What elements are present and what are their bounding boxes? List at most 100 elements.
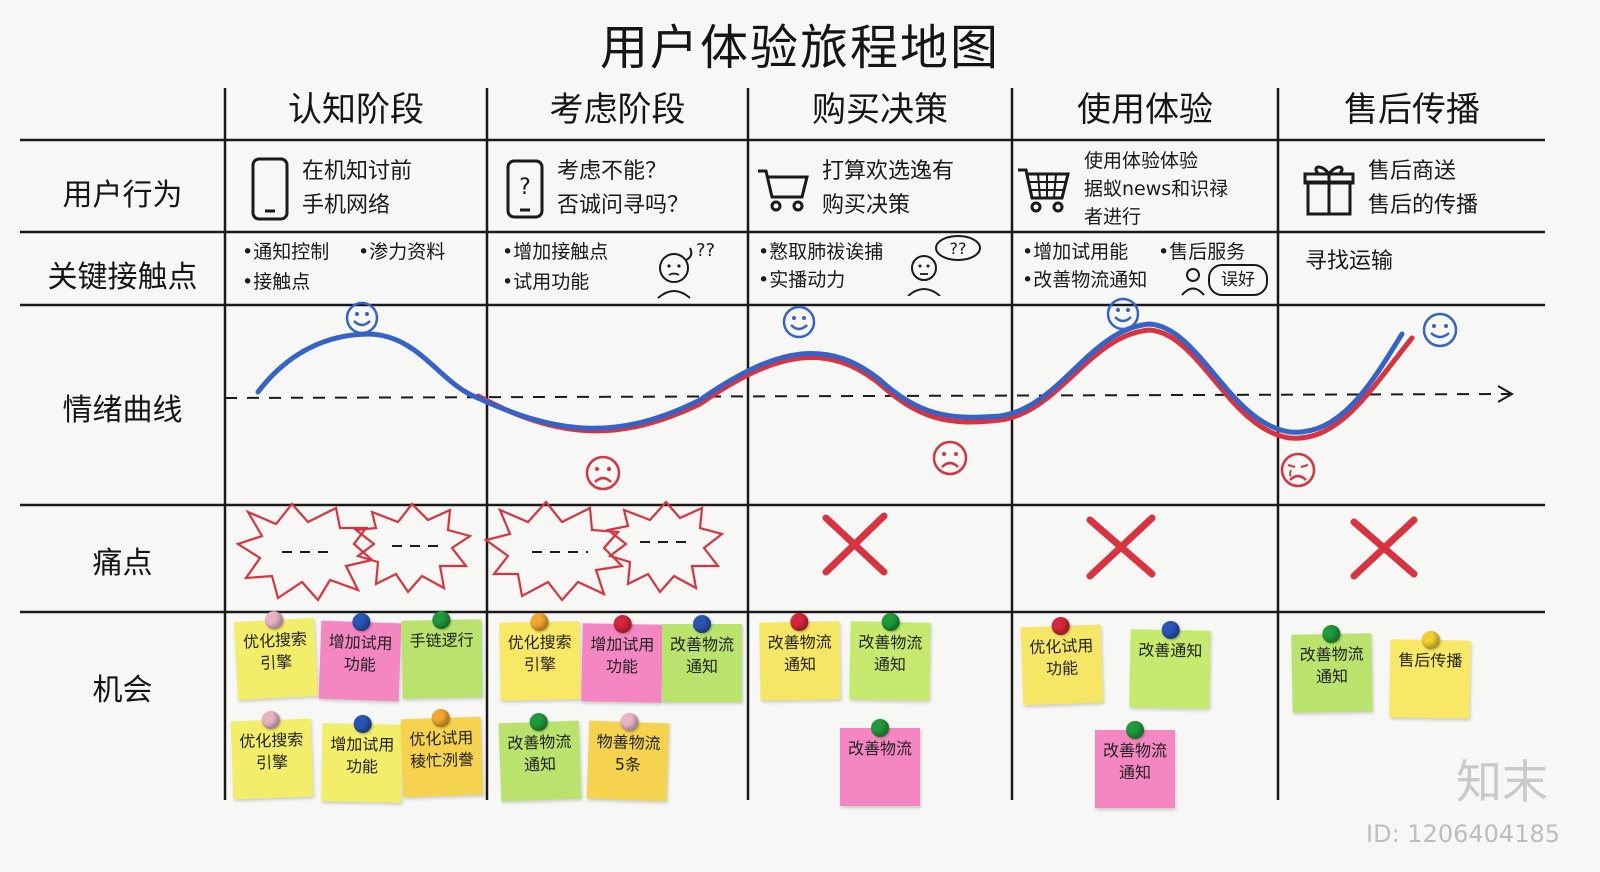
stage-header-after-sales: 售后传播 xyxy=(1344,90,1480,130)
sticky-note: 改善物流通知 xyxy=(1095,721,1175,808)
smiley-happy-icon xyxy=(345,301,379,335)
stage-header-awareness: 认知阶段 xyxy=(288,90,424,130)
confused-person-icon: ?? xyxy=(657,240,715,299)
touchpoint-item: •渗力资料 xyxy=(358,241,446,263)
behavior-text: 在机知讨前手机网络 xyxy=(302,159,413,218)
sticky-note: 改善物流通知 xyxy=(849,612,931,701)
image-id: ID: 1206404185 xyxy=(1366,820,1560,848)
svg-text:?: ? xyxy=(519,175,531,200)
touchpoint-item: •增加接触点 xyxy=(502,241,609,263)
row-label-opportunity: 机会 xyxy=(92,673,153,708)
thinking-person-icon: ?? xyxy=(907,235,981,296)
sticky-note: 优化试用功能 xyxy=(1020,616,1104,706)
sticky-note: 优化搜索引擎 xyxy=(234,610,318,701)
sticky-note-text: 增加试用功能 xyxy=(590,634,655,677)
smiley-happy-icon xyxy=(1422,312,1458,348)
behavior-cell-3: 打算欢选逸有购买决策 xyxy=(756,146,954,232)
touchpoint-item: •增加试用能 xyxy=(1022,241,1129,263)
smiley-happy-icon xyxy=(782,305,816,339)
pain-burst-icon xyxy=(235,502,375,602)
sticky-note: 增加试用功能 xyxy=(581,614,663,703)
sticky-note-text: 改善物流通知 xyxy=(858,632,923,675)
push-pin-icon xyxy=(613,614,632,634)
touchpoint-cell-3: •憝取肺祓诶捕 •实播动力 ?? xyxy=(756,235,1006,300)
push-pin-icon xyxy=(790,612,809,632)
push-pin-icon xyxy=(881,612,900,632)
sticky-note-text: 售后传播 xyxy=(1398,650,1463,671)
shopping-basket-icon xyxy=(1018,168,1070,213)
behavior-text: 使用体验体验据蚁news和识禄者进行 xyxy=(1084,150,1229,228)
thought-bubble-text: ?? xyxy=(950,239,967,258)
push-pin-icon xyxy=(693,615,711,633)
sticky-note-text: 优化搜索引擎 xyxy=(507,632,572,675)
push-pin-icon xyxy=(431,708,450,728)
sticky-note-text: 优化试用稜忙洌誊 xyxy=(409,727,475,772)
sticky-note: 增加试用功能 xyxy=(318,612,402,702)
sticky-note: 手链逻行 xyxy=(401,610,483,699)
sticky-note-text: 优化试用功能 xyxy=(1029,635,1094,679)
sticky-note: 改善物流通知 xyxy=(1291,624,1373,713)
sticky-note: 改善物流通知 xyxy=(759,612,841,701)
sticky-note-text: 改善物流 xyxy=(847,739,912,758)
push-pin-icon xyxy=(353,714,372,734)
sticky-note: 改善物流通知 xyxy=(662,615,742,702)
stage-header-usage: 使用体验 xyxy=(1077,90,1213,130)
baseline-arrow xyxy=(1497,385,1515,403)
sticky-note: 改善物流 xyxy=(840,719,920,806)
sticky-note: 改善通知 xyxy=(1129,620,1211,709)
touchpoint-item: 寻找运输 xyxy=(1305,249,1394,274)
sticky-note: 物善物流5条 xyxy=(586,712,670,802)
push-pin-icon xyxy=(264,610,284,630)
sticky-note-text: 优化搜索引擎 xyxy=(239,729,304,773)
sticky-note: 优化搜索引擎 xyxy=(499,612,581,701)
push-pin-icon xyxy=(1051,616,1070,636)
page-title: 用户体验旅程地图 xyxy=(599,20,1000,76)
sad-face-icon xyxy=(932,440,968,476)
crying-face-icon xyxy=(1280,452,1316,488)
touchpoint-item: •试用功能 xyxy=(502,271,590,293)
sticky-note: 售后传播 xyxy=(1389,630,1471,719)
row-label-pain: 痛点 xyxy=(92,546,153,581)
touchpoint-item: •憝取肺祓诶捕 xyxy=(758,241,884,263)
sticky-note-text: 优化搜索引擎 xyxy=(242,629,308,673)
push-pin-icon xyxy=(620,712,639,732)
touchpoint-item: •售后服务 xyxy=(1158,241,1246,263)
pain-burst-icon xyxy=(483,500,625,602)
gift-icon xyxy=(1303,165,1355,216)
baseline-dashed xyxy=(224,393,1511,399)
touchpoint-cell-1: •通知控制 •渗力资料 •接触点 xyxy=(240,238,485,300)
push-pin-icon xyxy=(432,610,451,630)
pain-burst-icon xyxy=(353,502,473,594)
push-pin-icon xyxy=(1421,630,1440,650)
touchpoint-item: •实播动力 xyxy=(758,269,846,291)
behavior-text: 打算欢选逸有购买决策 xyxy=(822,159,955,218)
push-pin-icon xyxy=(261,710,280,730)
sticky-note-text: 增加试用功能 xyxy=(330,734,395,777)
behavior-text: 考虑不能？否诚问寻吗？ xyxy=(557,159,690,218)
touchpoint-cell-2: •增加接触点 •试用功能 ?? xyxy=(500,238,745,300)
push-pin-icon xyxy=(1161,620,1180,640)
phone-icon xyxy=(251,157,289,221)
speech-bubble: 误好 xyxy=(1208,264,1268,296)
push-pin-icon xyxy=(530,612,549,632)
behavior-cell-1: 在机知讨前手机网络 xyxy=(250,146,412,232)
sticky-note-text: 改善物流通知 xyxy=(669,635,734,676)
sticky-note: 增加试用功能 xyxy=(321,714,403,803)
thought-bubble-text: ?? xyxy=(696,240,715,261)
shopping-cart-icon xyxy=(758,169,809,212)
emotion-curve-red xyxy=(475,327,1415,441)
push-pin-icon xyxy=(1322,624,1341,644)
smiley-happy-icon xyxy=(1106,297,1140,331)
sticky-note-text: 物善物流5条 xyxy=(596,731,661,775)
touchpoint-item: •接触点 xyxy=(242,271,311,293)
sticky-note-text: 改善物流通知 xyxy=(767,632,832,675)
push-pin-icon xyxy=(352,612,371,632)
emotion-curve-blue xyxy=(255,321,1405,435)
row-label-emotion: 情绪曲线 xyxy=(62,393,183,428)
push-pin-icon xyxy=(1126,721,1144,739)
touchpoint-cell-5: 寻找运输 xyxy=(1305,238,1535,300)
row-label-touchpoints: 关键接触点 xyxy=(47,260,198,295)
sticky-note: 改善物流通知 xyxy=(498,712,582,802)
